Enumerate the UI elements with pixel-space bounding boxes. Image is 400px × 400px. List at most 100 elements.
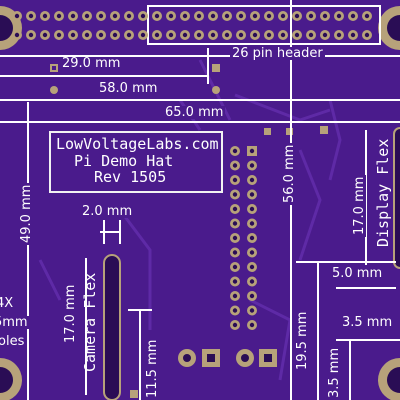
header-pad-drill	[140, 32, 146, 38]
header-pad-drill	[168, 13, 174, 19]
header-pad-drill	[126, 32, 132, 38]
connector-pads	[230, 146, 257, 330]
header-pad-drill	[336, 13, 342, 19]
connector-pad-drill	[232, 177, 238, 183]
header-pad-drill	[182, 32, 188, 38]
header-pad-drill	[350, 32, 356, 38]
dim-3-5mm-horizontal: 3.5 mm	[340, 315, 395, 330]
header-pad-drill	[210, 32, 216, 38]
mounting-holes	[0, 6, 400, 400]
header-pad-drill	[28, 13, 34, 19]
header-pads	[12, 11, 372, 40]
camera-flex-label: Camera Flex	[81, 272, 99, 372]
header-pad-drill	[56, 32, 62, 38]
product-name: Pi Demo Hat	[74, 152, 174, 170]
dim-3-5mm-vertical: 3.5 mm	[327, 345, 342, 400]
dim-56mm: 56.0 mm	[282, 142, 297, 205]
header-pad-drill	[196, 32, 202, 38]
dim-11-5mm: 11.5 mm	[145, 337, 160, 400]
header-pad-drill	[294, 32, 300, 38]
camera-flex-slot	[103, 254, 121, 400]
header-outline	[147, 5, 381, 45]
holes-label-line3: oles	[0, 335, 27, 348]
header-pad-drill	[42, 32, 48, 38]
connector-pad-drill	[232, 293, 238, 299]
display-flex-slot	[393, 127, 400, 269]
header-pad-drill	[280, 13, 286, 19]
header-pad-drill	[294, 13, 300, 19]
connector-pad-drill	[232, 279, 238, 284]
header-pad-drill	[28, 32, 34, 38]
dim-65mm: 65.0 mm	[163, 105, 226, 120]
connector-pad-drill	[249, 192, 255, 197]
header-pad-drill	[308, 32, 314, 38]
header-pad-drill	[14, 32, 20, 38]
brand-box	[49, 131, 223, 193]
header-pad-drill	[154, 13, 160, 19]
connector-pad-drill	[249, 221, 255, 226]
connector-pad-drill	[232, 206, 238, 212]
connector-pad-drill	[249, 293, 255, 299]
connector-pad-drill	[249, 322, 255, 328]
connector-pad-drill	[249, 264, 255, 270]
header-pad-drill	[336, 32, 342, 38]
bottom-pads	[178, 349, 277, 367]
header-pad-drill	[252, 13, 258, 19]
revision-label: Rev 1505	[94, 168, 167, 186]
header-pad-drill	[308, 13, 314, 19]
header-pad-drill	[98, 13, 104, 19]
header-pad-drill	[70, 32, 76, 38]
dim-19-5mm: 19.5 mm	[295, 309, 310, 372]
header-pad-drill	[266, 32, 272, 38]
header-pad-drill	[322, 32, 328, 38]
connector-pad-drill	[249, 163, 255, 168]
connector-pad-drill	[232, 322, 238, 328]
header-pad-drill	[84, 13, 90, 19]
header-pad-drill	[196, 13, 202, 19]
connector-pad-drill	[232, 235, 238, 241]
connector-pad-drill	[249, 279, 255, 284]
header-pad-drill	[364, 32, 370, 38]
header-pad-drill	[238, 32, 244, 38]
connector-pad-drill	[232, 308, 238, 313]
connector-pad-drill	[232, 221, 238, 226]
connector-pad-drill	[249, 235, 255, 241]
dim-17mm-camera: 17.0 mm	[63, 282, 78, 345]
header-pad-drill	[224, 13, 230, 19]
header-pad-drill	[266, 13, 272, 19]
header-pad-drill	[56, 13, 62, 19]
header-pad-drill	[364, 13, 370, 19]
header-pad-drill	[14, 13, 20, 19]
dim-17mm-display: 17.0 mm	[352, 174, 367, 237]
header-pad-drill	[112, 32, 118, 38]
header-pad-drill	[252, 32, 258, 38]
dim-5mm: 5.0 mm	[330, 266, 385, 281]
brand-name: LowVoltageLabs.com	[56, 135, 219, 153]
display-flex-label: Display Flex	[374, 138, 392, 247]
header-pad-drill	[70, 13, 76, 19]
connector-pad-drill	[232, 264, 238, 270]
header-pad-drill	[182, 13, 188, 19]
header-pad-drill	[42, 13, 48, 19]
connector-pad-drill	[232, 250, 238, 255]
header-pad-drill	[280, 32, 286, 38]
header-pad-drill	[112, 13, 118, 19]
dim-29mm: 29.0 mm	[60, 56, 123, 71]
connector-pad-drill	[249, 308, 255, 313]
connector-pad-drill	[249, 148, 255, 154]
header-pad-drill	[140, 13, 146, 19]
connector-pad-drill	[249, 206, 255, 212]
dim-49mm: 49.0 mm	[19, 182, 34, 245]
holes-label-line1: 4X	[0, 297, 16, 310]
header-pad-drill	[322, 13, 328, 19]
header-pad-drill	[154, 32, 160, 38]
connector-pad-drill	[232, 163, 238, 168]
header-pad-drill	[126, 13, 132, 19]
header-pad-drill	[168, 32, 174, 38]
dim-2mm: 2.0 mm	[80, 204, 135, 219]
header-pad-drill	[224, 32, 230, 38]
header-pad-drill	[98, 32, 104, 38]
connector-pad-drill	[232, 148, 238, 154]
